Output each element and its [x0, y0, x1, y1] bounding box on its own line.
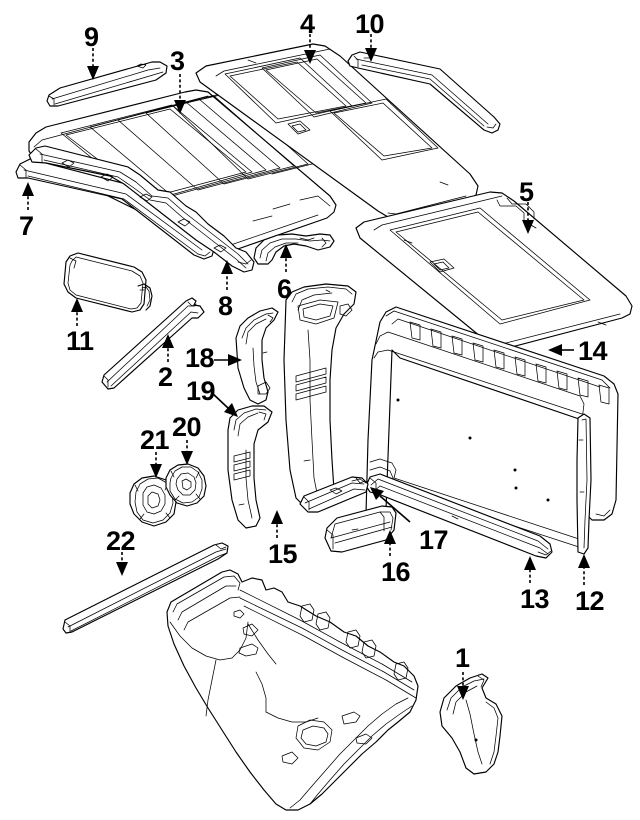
part-windshield-pillar-garnish-molding [101, 297, 205, 390]
callout-label-7: 7 [19, 211, 34, 241]
part-front-header-panel-reinforcement [28, 145, 255, 273]
callout-label-15: 15 [268, 539, 298, 569]
callout-label-19: 19 [186, 376, 216, 406]
part-rear-panel-corner-brace [576, 413, 592, 555]
part-speaker-small [165, 463, 207, 507]
part-assist-grip-handle [253, 233, 335, 265]
callout-label-13: 13 [520, 584, 550, 614]
callout-leaders [22, 34, 590, 700]
callout-label-12: 12 [575, 586, 605, 616]
part-center-pillar-inner-trim [283, 283, 357, 511]
callout-label-10: 10 [355, 9, 385, 39]
callout-label-22: 22 [106, 526, 136, 556]
part-speaker-large [129, 475, 177, 527]
part-door-belt-weatherstrip-molding [62, 542, 229, 634]
callout-label-20: 20 [172, 412, 202, 442]
callout-label-5: 5 [519, 177, 534, 207]
part-console-storage-box [324, 505, 397, 553]
callout-label-4: 4 [300, 9, 315, 39]
part-rear-header-molding [347, 51, 501, 134]
part-seat-back-support-bracket [299, 476, 369, 513]
callout-label-11: 11 [66, 326, 94, 356]
part-roof-drip-side-rail-molding [46, 61, 168, 107]
callout-label-17: 17 [419, 525, 449, 555]
part-front-pillar-inner-garnish [235, 307, 279, 405]
callout-label-18: 18 [185, 343, 215, 373]
callout-label-9: 9 [84, 22, 99, 52]
part-roof-headlining-panel [195, 43, 479, 219]
part-rear-corner-pillar-trim [439, 673, 503, 775]
part-rear-panel-lower-rail [365, 473, 553, 559]
part-center-pillar-upper-garnish [227, 405, 273, 529]
callout-label-14: 14 [578, 336, 608, 366]
part-dash-toe-board-panel [166, 569, 419, 811]
part-sun-visor [63, 252, 153, 313]
callout-label-21: 21 [140, 425, 170, 455]
callout-label-1: 1 [455, 643, 470, 673]
callout-label-6: 6 [277, 274, 292, 304]
callout-label-16: 16 [381, 557, 411, 587]
part-rear-roof-headliner-panel [355, 191, 633, 349]
callout-label-8: 8 [218, 291, 233, 321]
callout-label-2: 2 [158, 362, 173, 392]
part-front-header-molding [15, 158, 215, 260]
callout-label-3: 3 [170, 46, 185, 76]
